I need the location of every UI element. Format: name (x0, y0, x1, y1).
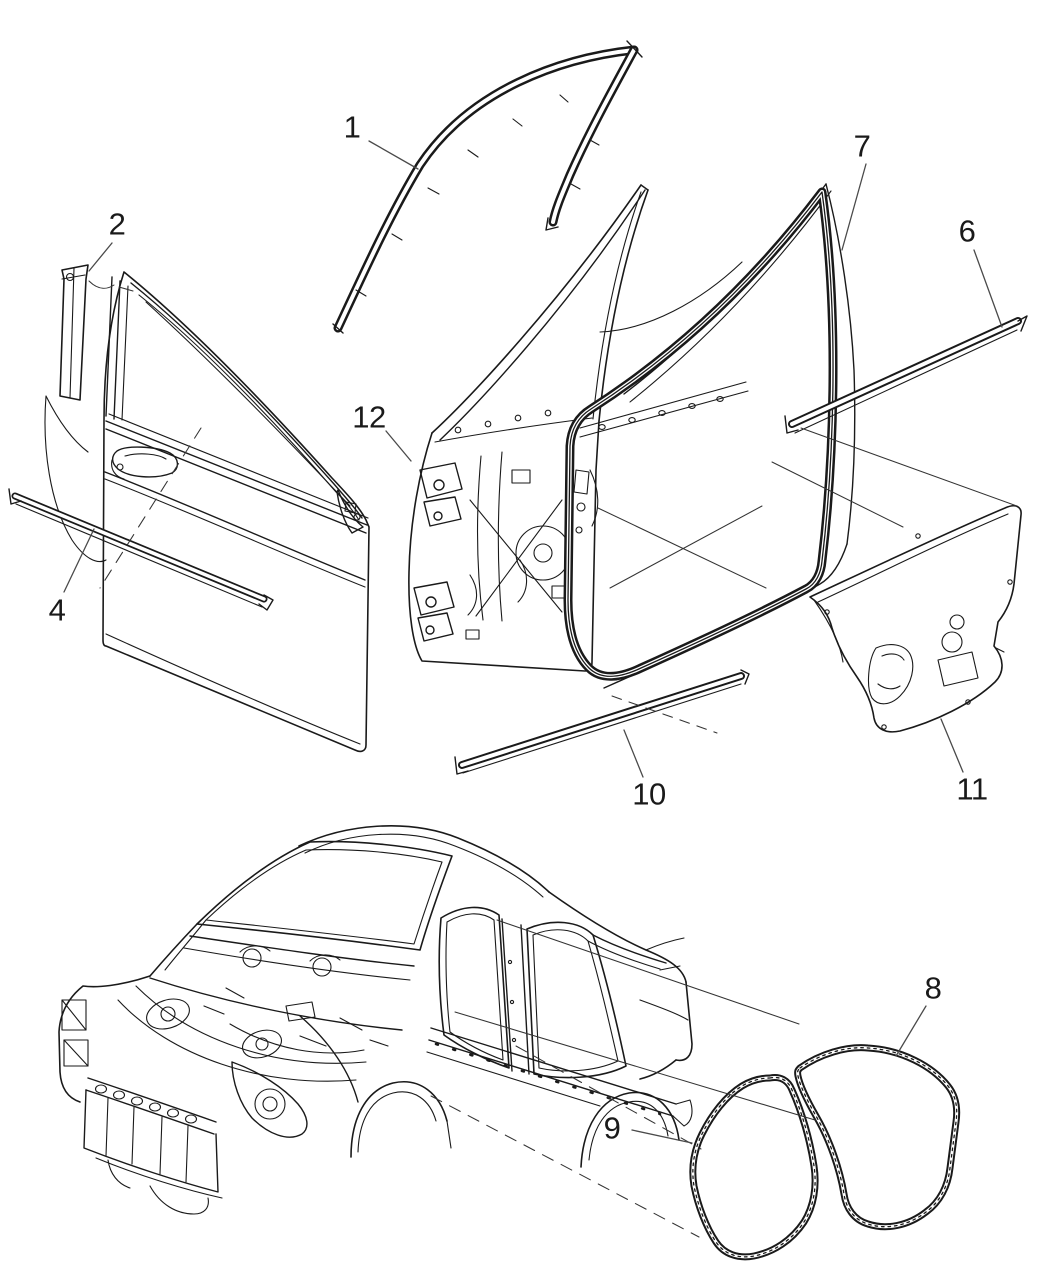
leader-11 (940, 718, 964, 773)
belt-molding-outer (8, 488, 274, 611)
b-pillar (501, 918, 530, 1075)
door-hinges (413, 462, 463, 642)
callout-11: 11 (956, 771, 988, 807)
front-door-outer (44, 271, 370, 753)
belt-holes (598, 396, 724, 430)
door-handle (111, 446, 179, 480)
callout-7: 7 (853, 128, 871, 164)
rocker-sill (426, 1027, 693, 1127)
leader-7 (841, 163, 867, 251)
panel-fastener-holes (824, 533, 1013, 730)
front-bumper-beam (83, 1077, 223, 1215)
body-shell (58, 825, 693, 1215)
front-door-opening (438, 906, 510, 1069)
callout-6: 6 (958, 213, 976, 249)
rear-door-shell (579, 183, 856, 689)
front-door-opening-seal (689, 1074, 819, 1261)
leader-2 (88, 242, 113, 272)
a-pillar-applique (59, 264, 89, 401)
front-door-inner-panel (408, 184, 649, 672)
front-wheel-arch (350, 1081, 452, 1158)
left-frame-boxes (61, 999, 89, 1067)
glass-run-weatherstrip (332, 40, 643, 334)
callout-2: 2 (108, 206, 126, 242)
sill-belt-strip (454, 669, 750, 775)
door-perimeter-seal (563, 187, 838, 681)
engine-bay (117, 977, 403, 1082)
rear-door-opening (526, 921, 627, 1079)
leader-8 (895, 1005, 927, 1057)
callout-9: 9 (603, 1110, 621, 1146)
strip-hatching (355, 94, 600, 297)
door-watershield-panel (809, 505, 1022, 733)
leader-1 (368, 140, 419, 170)
leader-6 (973, 249, 1003, 328)
leader-lines (63, 140, 1003, 1144)
headlamp-area (231, 1015, 359, 1138)
windshield-opening (196, 840, 453, 951)
mirror-flag (336, 489, 364, 534)
callout-12: 12 (352, 399, 386, 435)
leader-9 (631, 1129, 693, 1144)
fender-ghost-lines (44, 395, 107, 563)
leader-10 (623, 729, 644, 778)
callout-4: 4 (48, 592, 66, 628)
rear-door-opening-seal (794, 1044, 961, 1231)
projection-lines (88, 280, 1018, 1238)
leader-4 (63, 528, 95, 593)
cowl-panel (183, 935, 415, 981)
leader-12 (385, 430, 412, 462)
callout-10: 10 (632, 776, 666, 812)
callout-8: 8 (924, 970, 942, 1006)
callout-1: 1 (343, 109, 361, 145)
belt-molding-inner (784, 315, 1028, 434)
rear-wheel-arch (580, 1091, 680, 1168)
